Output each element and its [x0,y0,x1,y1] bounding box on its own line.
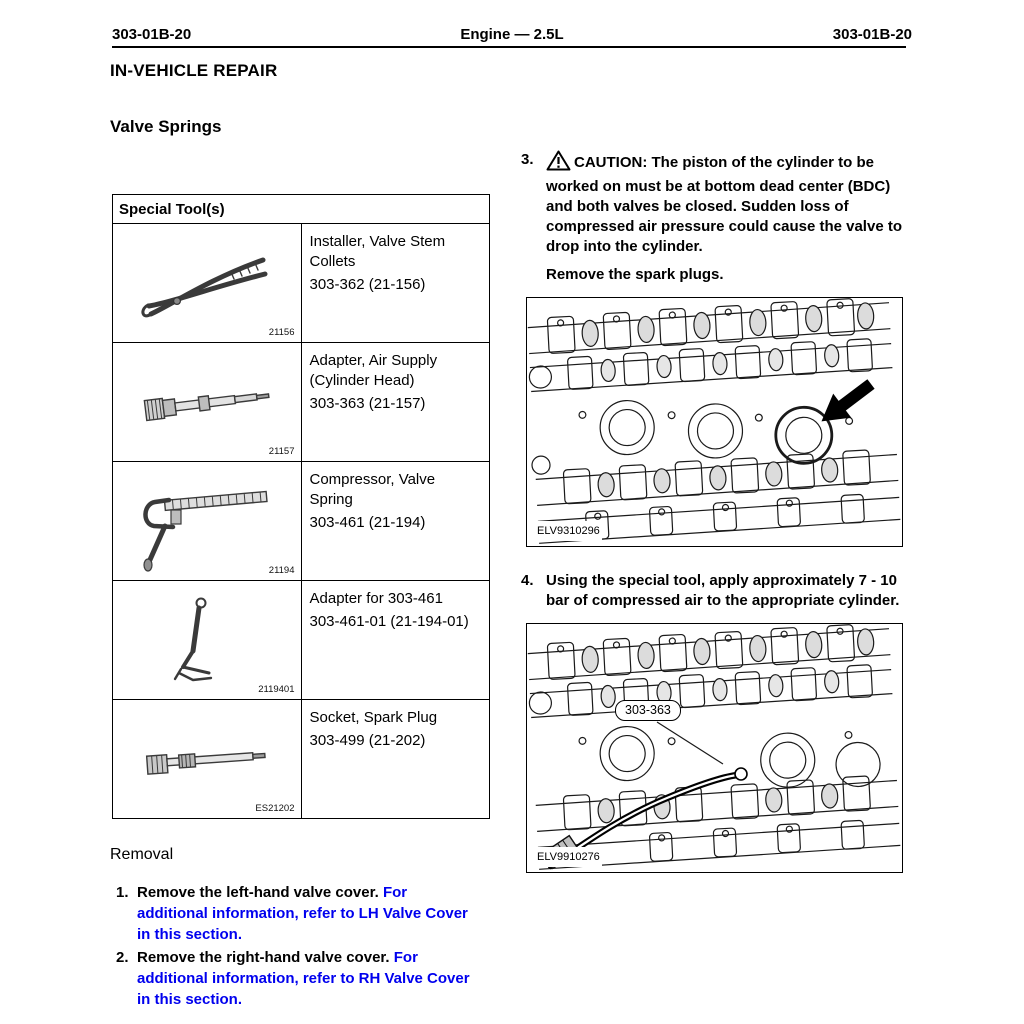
tool-figure-id: 21157 [268,446,295,457]
rh-valve-cover-link[interactable]: For additional information, refer to RH … [137,949,470,1008]
header-right-code: 303-01B-20 [832,26,912,43]
subsection-title: Valve Springs [110,117,222,136]
spark-plug-location-figure: ELV9310296 [526,297,903,547]
tool-name: Adapter, Air Supply (Cylinder Head) [309,352,438,389]
tool-part-number: 303-461-01 (21-194-01) [309,613,469,630]
removal-heading: Removal [110,846,174,863]
page-title: Engine — 2.5L [460,26,564,43]
step-number: 4. [521,572,534,589]
step-number: 1. [116,884,129,901]
header-left-code: 303-01B-20 [112,26,192,43]
right-column: 3. CAUTION: The piston of the cylinder t… [521,150,907,873]
table-header-row: Special Tool(s) [112,194,490,224]
tool-part-number: 303-363 (21-157) [309,395,426,412]
engine-illustration-1 [527,298,901,544]
tool-name: Socket, Spark Plug [309,709,438,726]
valve-spring-compressor-icon [113,466,301,576]
table-header: Special Tool(s) [112,194,490,224]
step-number: 3. [521,151,534,168]
spark-plug-socket-icon [113,704,301,814]
warning-triangle-icon [546,150,571,177]
tool-description: Adapter, Air Supply (Cylinder Head) 303-… [300,342,490,462]
air-supply-figure: 303-363 ELV9910276 [526,623,903,873]
tool-figure-id: ES21202 [255,803,295,814]
step-instruction: Remove the right-hand valve cover. [137,949,390,966]
caution-block: CAUTION: The piston of the cylinder to b… [546,150,907,257]
air-adapter-callout: 303-363 [615,700,681,721]
tool-part-number: 303-499 (21-202) [309,732,426,749]
tool-description: Installer, Valve Stem Collets 303-362 (2… [300,223,490,343]
tool-description: Adapter for 303-461 303-461-01 (21-194-0… [300,580,490,700]
tool-name: Compressor, Valve Spring [309,471,436,508]
step-instruction: Remove the left-hand valve cover. [137,884,379,901]
tool-image-cell: 2119401 [112,580,302,700]
tool-image-cell: 21194 [112,461,302,581]
step-number: 2. [116,949,129,966]
engine-illustration-2 [527,624,901,870]
tool-description: Compressor, Valve Spring 303-461 (21-194… [300,461,490,581]
special-tools-table: Special Tool(s) 21156 [112,194,490,819]
tool-figure-id: 2119401 [258,684,295,695]
step-3: 3. CAUTION: The piston of the cylinder t… [521,150,907,257]
tool-part-number: 303-362 (21-156) [309,276,426,293]
caution-label: CAUTION: [574,154,648,171]
step-text: Remove the left-hand valve cover. For ad… [137,882,478,945]
tool-image-cell: 21156 [112,223,302,343]
table-row: 21156 Installer, Valve Stem Collets 303-… [112,223,490,343]
tool-name: Installer, Valve Stem Collets [309,233,446,270]
step-1: 1. Remove the left-hand valve cover. For… [116,882,478,945]
lh-valve-cover-link[interactable]: For additional information, refer to LH … [137,884,468,943]
air-supply-adapter-icon [113,347,301,457]
tool-figure-id: 21194 [268,565,295,576]
step-text: Using the special tool, apply approximat… [546,572,900,609]
tool-image-cell: 21157 [112,342,302,462]
figure-code: ELV9910276 [535,847,602,867]
tool-name: Adapter for 303-461 [309,590,443,607]
section-title: IN-VEHICLE REPAIR [110,61,278,80]
header-divider [112,46,906,48]
table-row: 2119401 Adapter for 303-461 303-461-01 (… [112,580,490,700]
step-2: 2. Remove the right-hand valve cover. Fo… [116,947,478,1010]
tool-image-cell: ES21202 [112,699,302,819]
tool-figure-id: 21156 [268,327,295,338]
caution-text: The piston of the cylinder to be worked … [546,154,902,255]
figure-code: ELV9310296 [535,521,602,541]
table-row: 21157 Adapter, Air Supply (Cylinder Head… [112,342,490,462]
removal-steps: 1. Remove the left-hand valve cover. For… [116,882,478,1012]
tool-part-number: 303-461 (21-194) [309,514,426,531]
collet-installer-pliers-icon [113,228,301,338]
tool-description: Socket, Spark Plug 303-499 (21-202) [300,699,490,819]
step-text: Remove the right-hand valve cover. For a… [137,947,478,1010]
spark-plug-instruction: Remove the spark plugs. [546,266,724,283]
table-row: ES21202 Socket, Spark Plug 303-499 (21-2… [112,699,490,819]
arrow-pointer [821,379,875,422]
step-4: 4. Using the special tool, apply approxi… [521,571,907,611]
compressor-adapter-icon [113,585,301,695]
table-row: 21194 Compressor, Valve Spring 303-461 (… [112,461,490,581]
